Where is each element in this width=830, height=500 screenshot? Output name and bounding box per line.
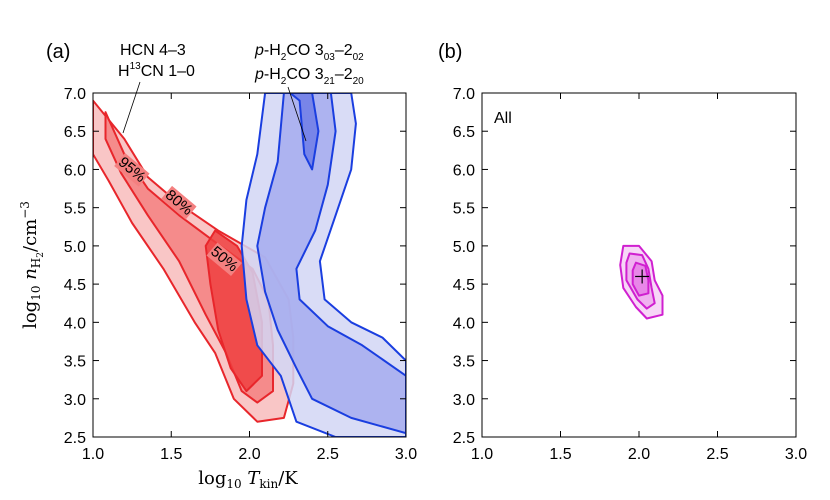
y-tick-label-a-4.5: 4.5 xyxy=(64,277,86,294)
y-tick-label-a-6.5: 6.5 xyxy=(64,124,86,141)
x-tick-label-a-1.0: 1.0 xyxy=(82,446,104,463)
x-tick-label-b-2.0: 2.0 xyxy=(628,446,650,463)
panel-a-ticks: 1.0 1.5 2.0 2.5 3.0 2.5 3.0 3.5 4.0 4.5 5.0 5.5 6.0 6… xyxy=(64,86,417,463)
panel-b-inset-text: All xyxy=(494,110,512,127)
y-tick-label-b-7.0: 7.0 xyxy=(453,86,475,103)
y-tick-label-b-3.5: 3.5 xyxy=(453,354,475,371)
annotation-h2co-line1: p-H2CO 303–202 xyxy=(254,42,364,63)
contour-a-series1-80pct xyxy=(256,93,406,435)
y-tick-label-b-3.0: 3.0 xyxy=(453,392,475,409)
y-tick-label-a-3.5: 3.5 xyxy=(64,354,86,371)
x-tick-label-a-2.0: 2.0 xyxy=(238,446,260,463)
panel-b: (b) 1.0 1.5 2.0 2.5 3.0 2.5 3.0 3.5 4.0 4.5 5.0 5.5… xyxy=(438,41,807,463)
y-tick-label-a-5.5: 5.5 xyxy=(64,201,86,218)
y-tick-label-a-4.0: 4.0 xyxy=(64,315,86,332)
x-tick-label-b-1.0: 1.0 xyxy=(471,446,493,463)
contour-label-bg-50pct xyxy=(206,242,242,277)
y-tick-label-a-5.0: 5.0 xyxy=(64,239,86,256)
x-tick-label-a-1.5: 1.5 xyxy=(160,446,182,463)
y-tick-label-a-6.0: 6.0 xyxy=(64,162,86,179)
y-tick-label-b-6.5: 6.5 xyxy=(453,124,475,141)
contour-label-bg-80pct xyxy=(161,185,197,220)
panel-b-contours xyxy=(619,244,664,320)
panel-a: (a) 95%80%50% 1.0 1.5 2.0 2.5 3.0 2.5 3.0 3.5 4.… xyxy=(18,41,417,491)
panel-b-label: (b) xyxy=(438,41,462,63)
panel-b-ticks: 1.0 1.5 2.0 2.5 3.0 2.5 3.0 3.5 4.0 4.5 5.0 5.5 6.0 6… xyxy=(453,86,807,463)
annotation-hcn-line1: HCN 4–3 xyxy=(120,42,186,59)
y-tick-label-b-5.0: 5.0 xyxy=(453,239,475,256)
y-tick-label-b-2.5: 2.5 xyxy=(453,430,475,447)
contour-a-series1-50pct xyxy=(289,93,320,171)
contour-b-series0-50pct xyxy=(631,261,650,297)
annotation-hcn-pointer xyxy=(122,81,141,134)
y-tick-label-a-2.5: 2.5 xyxy=(64,430,86,447)
panel-a-label: (a) xyxy=(46,41,70,63)
contour-label-bg-95pct xyxy=(114,153,150,187)
y-axis-title: log10 nH2/cm−3 xyxy=(18,201,46,329)
x-tick-label-a-3.0: 3.0 xyxy=(395,446,417,463)
y-tick-label-b-6.0: 6.0 xyxy=(453,162,475,179)
y-tick-label-a-7.0: 7.0 xyxy=(64,86,86,103)
y-tick-label-a-3.0: 3.0 xyxy=(64,392,86,409)
x-tick-label-b-1.5: 1.5 xyxy=(549,446,571,463)
x-tick-label-a-2.5: 2.5 xyxy=(317,446,339,463)
x-tick-label-b-2.5: 2.5 xyxy=(706,446,728,463)
annotation-h2co-pointer xyxy=(287,86,307,142)
y-tick-label-b-4.0: 4.0 xyxy=(453,315,475,332)
annotation-hcn-line2: H13CN 1–0 xyxy=(118,61,195,80)
x-tick-label-b-3.0: 3.0 xyxy=(785,446,807,463)
x-axis-title: log10 Tkin/K xyxy=(198,468,298,491)
panel-a-contours: 95%80%50% xyxy=(93,93,406,437)
annotation-h2co-line2: p-H2CO 321–220 xyxy=(254,66,364,87)
y-tick-label-b-5.5: 5.5 xyxy=(453,201,475,218)
y-tick-label-b-4.5: 4.5 xyxy=(453,277,475,294)
